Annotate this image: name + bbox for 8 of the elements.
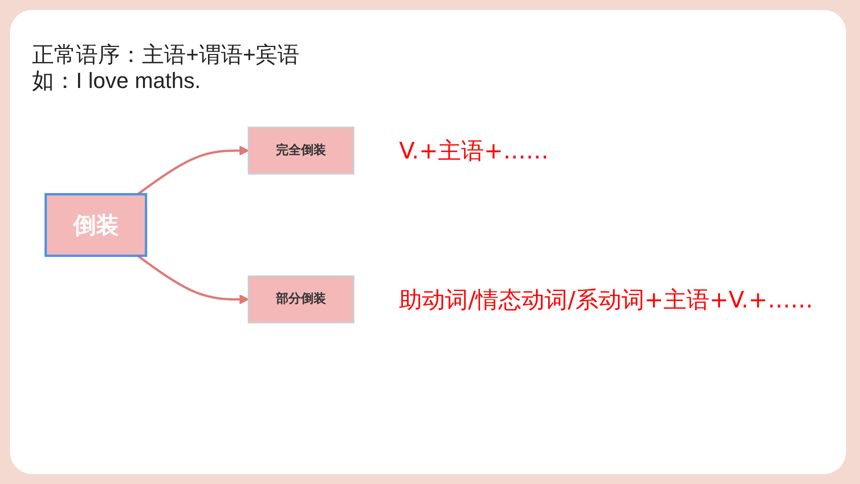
note-text: 正常语序：主语+谓语+宾语 (32, 42, 300, 68)
note-text: V.+主语+…… (399, 138, 549, 165)
note-text: 如：I love maths. (32, 68, 202, 94)
arrow (137, 146, 250, 196)
note-text: 助动词/情态动词/系动词+主语+V.+…… (399, 287, 814, 314)
arrow (137, 254, 250, 304)
subtopic-box: 部分倒装 (248, 275, 354, 324)
subtopic-box: 完全倒装 (248, 126, 354, 175)
